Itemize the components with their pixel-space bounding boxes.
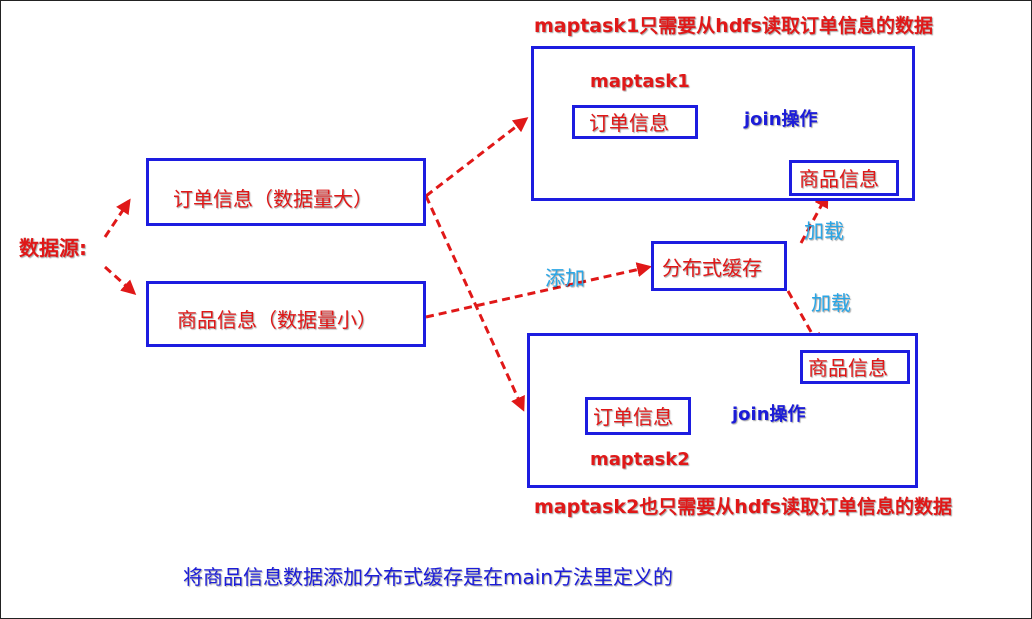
products-box-label: 商品信息（数据量小） (177, 308, 377, 332)
maptask2-name: maptask2 (590, 449, 690, 470)
arrow-orders-to-maptask1 (425, 117, 529, 198)
distributed-cache-box: 分布式缓存 (651, 241, 787, 291)
maptask1-box: maptask1 订单信息 join操作 商品信息 (531, 46, 915, 201)
add-label: 添加 (545, 266, 585, 290)
orders-box: 订单信息（数据量大） (146, 158, 426, 226)
maptask1-products-label: 商品信息 (799, 167, 879, 191)
orders-box-label: 订单信息（数据量大） (173, 187, 373, 211)
distributed-cache-label: 分布式缓存 (662, 256, 762, 280)
maptask1-caption: maptask1只需要从hdfs读取订单信息的数据 (534, 15, 933, 37)
maptask1-orders-label: 订单信息 (589, 111, 669, 135)
load-label-bottom: 加载 (811, 291, 851, 315)
maptask1-orders-box: 订单信息 (572, 105, 698, 139)
maptask2-orders-label: 订单信息 (593, 405, 673, 429)
maptask2-products-box: 商品信息 (800, 350, 910, 384)
products-box: 商品信息（数据量小） (146, 281, 426, 347)
maptask2-box: 商品信息 订单信息 join操作 maptask2 (527, 333, 918, 488)
arrow-cache-to-maptask1-products (799, 192, 829, 244)
maptask2-caption: maptask2也只需要从hdfs读取订单信息的数据 (534, 496, 952, 518)
arrow-source-to-orders (103, 198, 131, 238)
arrow-source-to-products (103, 265, 137, 296)
maptask1-join-label: join操作 (744, 109, 818, 130)
maptask1-products-box: 商品信息 (789, 160, 899, 196)
arrow-products-to-cache (425, 262, 652, 319)
maptask2-join-label: join操作 (732, 404, 806, 425)
footer-note: 将商品信息数据添加分布式缓存是在main方法里定义的 (183, 565, 673, 589)
data-source-label: 数据源: (19, 236, 87, 260)
maptask1-name: maptask1 (590, 71, 690, 92)
maptask2-orders-box: 订单信息 (585, 397, 691, 435)
arrow-orders-to-maptask2 (424, 195, 525, 412)
maptask2-products-label: 商品信息 (808, 356, 888, 380)
load-label-top: 加载 (804, 219, 844, 243)
